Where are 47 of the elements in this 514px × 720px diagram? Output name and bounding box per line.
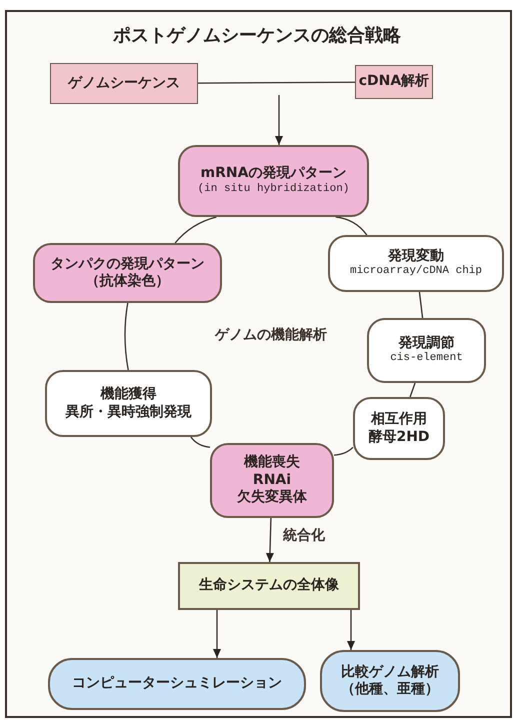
node-text: 発現変動 (388, 248, 444, 265)
arrow (275, 95, 283, 145)
process-box (50, 63, 198, 104)
node-text: RNAi (252, 472, 292, 488)
process-box (367, 318, 486, 383)
process-box (353, 397, 445, 460)
connector-line (418, 292, 424, 318)
process-box (178, 145, 369, 217)
process-box (210, 443, 334, 518)
process-box (33, 243, 222, 303)
arrow (266, 518, 274, 562)
diagram-title: ポストゲノムシーケンスの総合戦略 (112, 24, 402, 48)
process-box (355, 65, 433, 99)
node-text: 生命システムの全体像 (199, 577, 339, 595)
node-text: 機能喪失 (244, 454, 300, 472)
node-text: 機能獲得 (100, 386, 156, 404)
node-subtext: (in situ hybridization) (198, 182, 350, 197)
connector-line (174, 216, 217, 244)
node-text: 比較ゲノム解析 (341, 664, 439, 681)
node-text: 異所・異時強制発現 (66, 404, 192, 421)
node-text: mRNAの発現パターン (200, 165, 346, 183)
node-text: （他種、亜種） (341, 681, 439, 698)
process-box (45, 370, 212, 437)
node-text: cDNA解析 (358, 73, 430, 91)
node-text: 発現調節 (398, 334, 454, 352)
node-text: ゲノムシーケンス (68, 74, 180, 92)
process-box (328, 235, 504, 292)
connector-line (336, 216, 368, 236)
node-text: 酵母2HD (368, 428, 430, 446)
connector-line (198, 82, 355, 84)
arrow (347, 610, 355, 650)
node-subtext: cis-element (390, 352, 463, 366)
node-subtext: microarray/cDNA chip (350, 265, 482, 280)
node-text: タンパクの発現パターン (50, 256, 204, 272)
process-box (178, 562, 360, 610)
node-text: コンピューターシュミレーション (72, 675, 282, 693)
connector-line (190, 436, 210, 448)
node-text: 相互作用 (371, 411, 427, 428)
section-label: ゲノムの機能解析 (215, 326, 327, 345)
process-box (320, 650, 460, 712)
connector-line (410, 382, 416, 398)
node-text: 欠失変異体 (237, 489, 307, 507)
process-box (48, 658, 306, 710)
connector-line (124, 302, 129, 370)
node-text: （抗体染色） (86, 273, 170, 290)
arrow (213, 610, 221, 658)
connector-line (334, 446, 354, 456)
